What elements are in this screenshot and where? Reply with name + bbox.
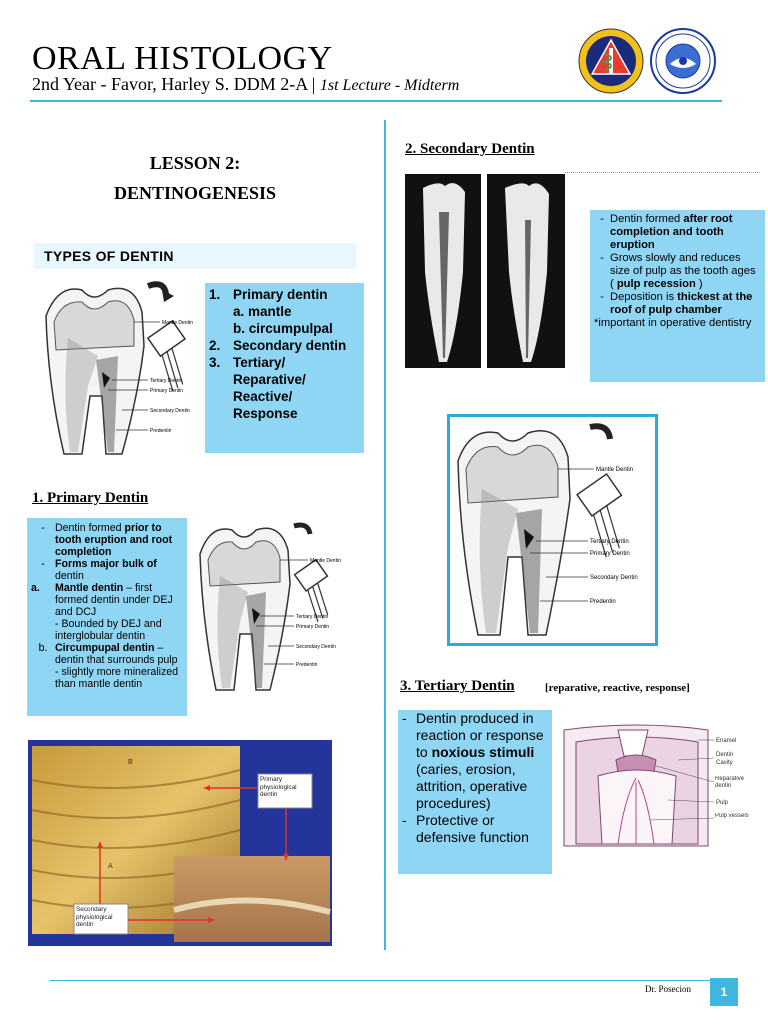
label-tertiary-dentin: Tertiary Dentin	[150, 378, 182, 384]
list-item: a. mantle	[233, 304, 292, 319]
label-tertiary-dentin: Tertiary Dentin	[296, 614, 328, 620]
label-dentin: Dentin	[716, 752, 733, 758]
primary-heading: 1. Primary Dentin	[32, 490, 149, 506]
label-primary-dentin: Primary Dentin	[296, 624, 329, 630]
label-mantle-dentin: Mantle Dentin	[596, 467, 633, 473]
types-heading: TYPES OF DENTIN	[44, 248, 174, 264]
footer-rule	[50, 980, 710, 981]
tertiary-aliases: [reparative, reactive, response]	[545, 682, 690, 694]
list-item: a.Mantle dentin – first formed dentin un…	[31, 582, 173, 618]
secondary-dentin-box: -Dentin formed after root completion and…	[590, 210, 765, 382]
header-rule	[30, 100, 722, 102]
list-item: -Deposition is thickest at the roof of p…	[600, 291, 753, 316]
label-primary-physiological: Primary physiological dentin	[260, 776, 297, 799]
page-number: 1	[710, 978, 738, 1006]
dotted-rule	[565, 172, 760, 173]
list-item: b. circumpulpal	[233, 321, 333, 336]
lesson-name: DENTINOGENESIS	[113, 183, 277, 203]
list-item: - Bounded by DEJ and interglobular denti…	[55, 618, 162, 642]
list-item: 2.Secondary dentin	[209, 338, 347, 353]
types-heading-bar	[34, 243, 356, 269]
secondary-heading: 2. Secondary Dentin	[405, 141, 535, 157]
micro-letter-b: B	[128, 759, 133, 766]
label-predentin: Predentin	[590, 599, 616, 605]
author-line: 2nd Year - Favor, Harley S. DDM 2-A	[32, 74, 308, 94]
tooth-diagram-secondary: Mantle Dentin Tertiary Dentin Primary De…	[447, 414, 658, 646]
label-predentin: Predentin	[150, 428, 172, 434]
tooth-diagram-types: Mantle Dentin Tertiary Dentin Primary De…	[38, 276, 206, 462]
label-tertiary-dentin: Tertiary Dentin	[590, 539, 629, 545]
types-list: 1.Primary dentin a. mantle b. circumpulp…	[205, 283, 364, 453]
label-secondary-physiological: Secondary physiological dentin	[76, 906, 113, 929]
micro-letter-a: A	[108, 863, 113, 870]
label-secondary-dentin: Secondary Dentin	[150, 408, 190, 414]
label-enamel: Enamel	[716, 738, 736, 744]
list-item: -Protective or defensive function	[402, 812, 529, 845]
label-secondary-dentin: Secondary Dentin	[590, 575, 638, 581]
lesson-title: LESSON 2: DENTINOGENESIS	[60, 148, 330, 208]
footer-author: Dr. Posecion	[645, 984, 691, 994]
subtitle: 2nd Year - Favor, Harley S. DDM 2-A | 1s…	[32, 74, 459, 95]
list-item: -Dentin formed prior to tooth eruption a…	[41, 522, 173, 558]
secondary-note: *important in operative dentistry	[594, 317, 752, 329]
university-seal-logo	[650, 28, 716, 94]
label-mantle-dentin: Mantle Dentin	[162, 320, 193, 326]
label-reparative-dentin: Reparative dentin	[715, 776, 745, 789]
dentin-micrograph: Primary physiological dentin Secondary p…	[28, 740, 332, 946]
list-item: 1.Primary dentin	[209, 287, 328, 302]
label-primary-dentin: Primary Dentin	[150, 388, 183, 394]
tertiary-heading: 3. Tertiary Dentin	[400, 678, 515, 694]
tooth-diagram-primary: Mantle Dentin Tertiary Dentin Primary De…	[194, 518, 348, 698]
college-seal-logo	[578, 28, 644, 94]
list-item: -Dentin produced in reaction or response…	[402, 710, 544, 811]
label-secondary-dentin: Secondary Dentin	[296, 644, 336, 650]
tertiary-dentin-box: -Dentin produced in reaction or response…	[398, 710, 552, 874]
lecture-label: 1st Lecture - Midterm	[319, 77, 460, 94]
list-item: - slightly more mineralized than mantle …	[55, 666, 179, 690]
column-divider	[384, 120, 386, 950]
label-pulp-vessels: Pulp vessels	[715, 813, 749, 819]
list-item: -Dentin formed after root completion and…	[600, 213, 733, 251]
list-item: 3.Tertiary/ Reparative/ Reactive/ Respon…	[209, 355, 306, 421]
list-item: -Grows slowly and reduces size of pulp a…	[600, 252, 756, 290]
page-title: ORAL HISTOLOGY	[32, 40, 333, 77]
primary-dentin-box: -Dentin formed prior to tooth eruption a…	[27, 518, 187, 716]
tooth-xray-figure	[405, 172, 565, 370]
list-item: -Forms major bulk of dentin	[41, 558, 157, 582]
list-item: b.Circumpupal dentin – dentin that surro…	[38, 642, 178, 666]
lesson-number: LESSON 2:	[149, 153, 241, 173]
tertiary-tooth-diagram: Enamel Dentin Cavity Reparative dentin P…	[558, 720, 758, 848]
label-cavity: Cavity	[716, 760, 733, 766]
subtitle-separator: |	[311, 74, 316, 94]
label-pulp: Pulp	[716, 800, 729, 806]
label-predentin: Predentin	[296, 662, 318, 668]
label-mantle-dentin: Mantle Dentin	[310, 558, 341, 564]
label-primary-dentin: Primary Dentin	[590, 551, 630, 557]
